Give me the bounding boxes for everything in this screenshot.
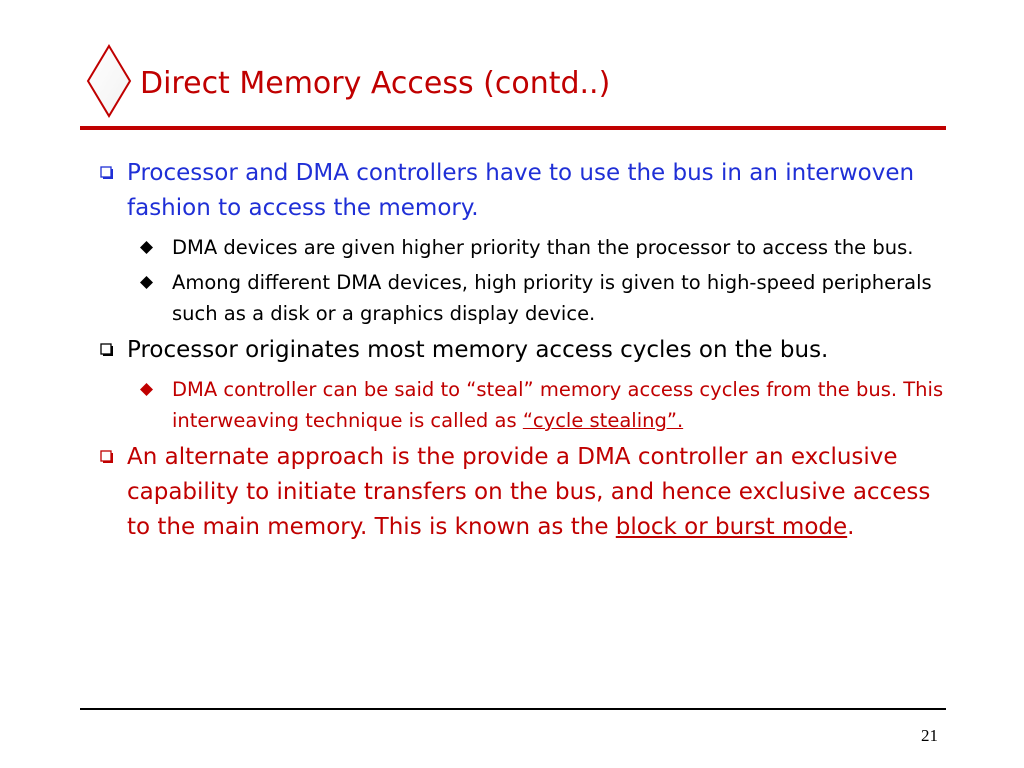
title-divider [80,126,946,130]
diamond-icon [86,44,132,118]
bullet-2: Processor originates most memory access … [96,333,946,368]
cycle-stealing-link[interactable]: “cycle stealing”. [522,409,684,432]
diamond-bullet-icon [140,383,153,396]
bullet-1-1-text: DMA devices are given higher priority th… [172,236,914,259]
bullet-3-tail: . [847,514,855,540]
checkbox-bullet-icon [100,166,113,179]
bullet-1-text: Processor and DMA controllers have to us… [127,160,915,221]
bullet-2-1-text: DMA controller can be said to “steal” me… [172,378,944,432]
bullet-1-2-text: Among different DMA devices, high priori… [172,271,932,325]
bullet-1-1: DMA devices are given higher priority th… [96,232,946,263]
page-number: 21 [921,726,938,745]
burst-mode-link[interactable]: block or burst mode [615,514,848,540]
bullet-2-text: Processor originates most memory access … [127,337,829,363]
diamond-bullet-icon [140,276,153,289]
bullet-1: Processor and DMA controllers have to us… [96,156,946,226]
checkbox-bullet-icon [100,450,113,463]
checkbox-bullet-icon [100,343,113,356]
bullet-3-text: An alternate approach is the provide a D… [127,444,931,540]
slide-title: Direct Memory Access (contd..) [140,66,611,101]
slide-content: Processor and DMA controllers have to us… [96,156,946,551]
bullet-2-1: DMA controller can be said to “steal” me… [96,374,946,436]
bullet-3: An alternate approach is the provide a D… [96,440,946,545]
bullet-1-2: Among different DMA devices, high priori… [96,267,946,329]
footer-divider [80,708,946,710]
diamond-bullet-icon [140,241,153,254]
